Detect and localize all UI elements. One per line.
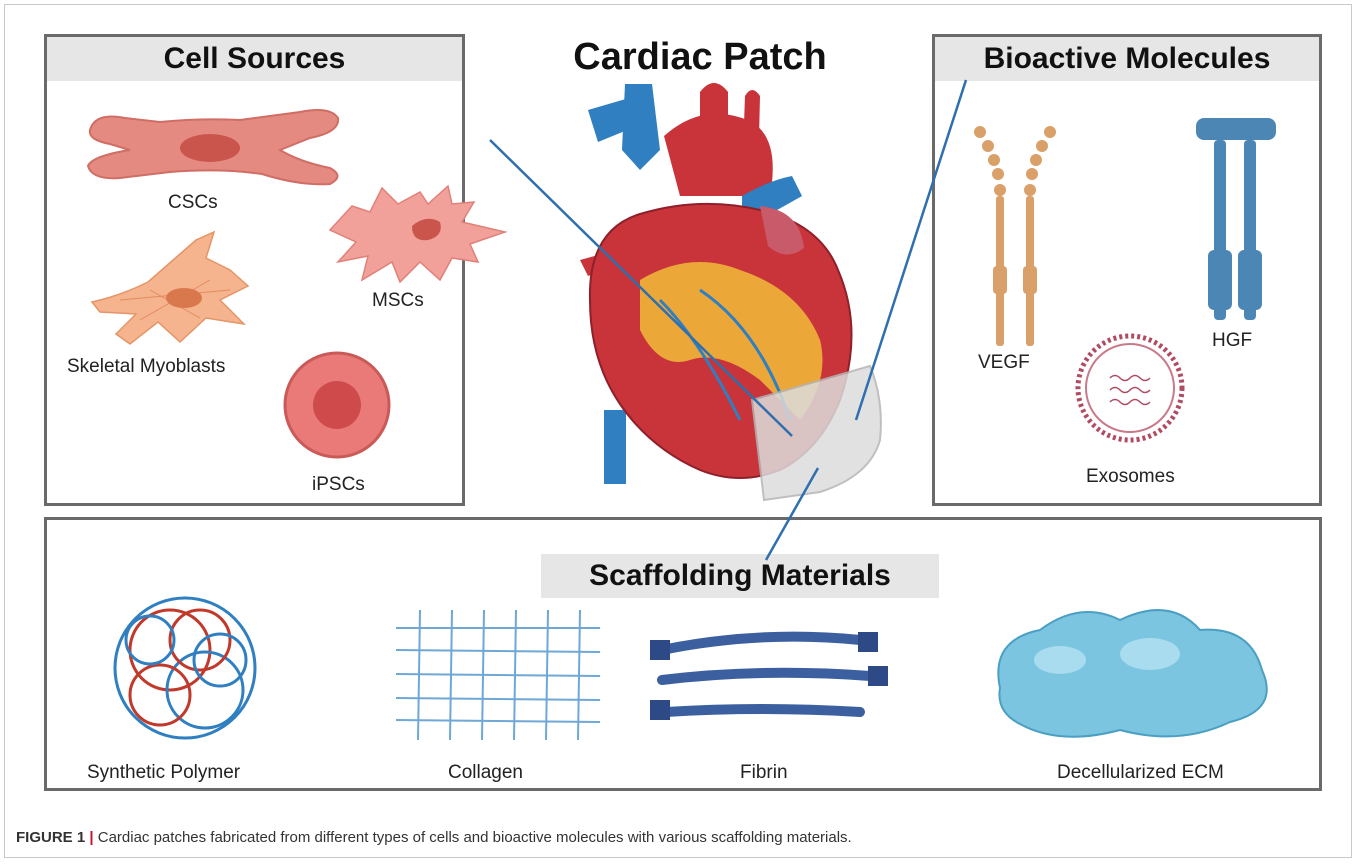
msc-label: MSCs xyxy=(372,290,424,312)
cell-sources-heading: Cell Sources xyxy=(47,37,462,81)
caption-separator: | xyxy=(89,829,93,846)
cell-sources-panel: Cell Sources xyxy=(44,34,465,506)
scaffolding-materials-heading: Scaffolding Materials xyxy=(541,554,939,598)
collagen-label: Collagen xyxy=(448,762,523,784)
bioactive-molecules-panel: Bioactive Molecules xyxy=(932,34,1322,506)
csc-label: CSCs xyxy=(168,192,218,214)
figure-caption: FIGURE 1 | Cardiac patches fabricated fr… xyxy=(16,829,1346,846)
myoblast-label: Skeletal Myoblasts xyxy=(67,356,225,378)
fibrin-label: Fibrin xyxy=(740,762,788,784)
scaffolding-materials-panel: Scaffolding Materials xyxy=(44,517,1322,791)
decellularized-ecm-label: Decellularized ECM xyxy=(1057,762,1224,784)
ipsc-label: iPSCs xyxy=(312,474,365,496)
bioactive-molecules-heading: Bioactive Molecules xyxy=(935,37,1319,81)
caption-text: Cardiac patches fabricated from differen… xyxy=(98,829,852,846)
exosomes-label: Exosomes xyxy=(1086,466,1175,488)
diagram-title: Cardiac Patch xyxy=(540,36,860,79)
caption-figure-label: FIGURE 1 xyxy=(16,829,85,846)
hgf-label: HGF xyxy=(1212,330,1252,352)
synthetic-polymer-label: Synthetic Polymer xyxy=(87,762,240,784)
vegf-label: VEGF xyxy=(978,352,1030,374)
